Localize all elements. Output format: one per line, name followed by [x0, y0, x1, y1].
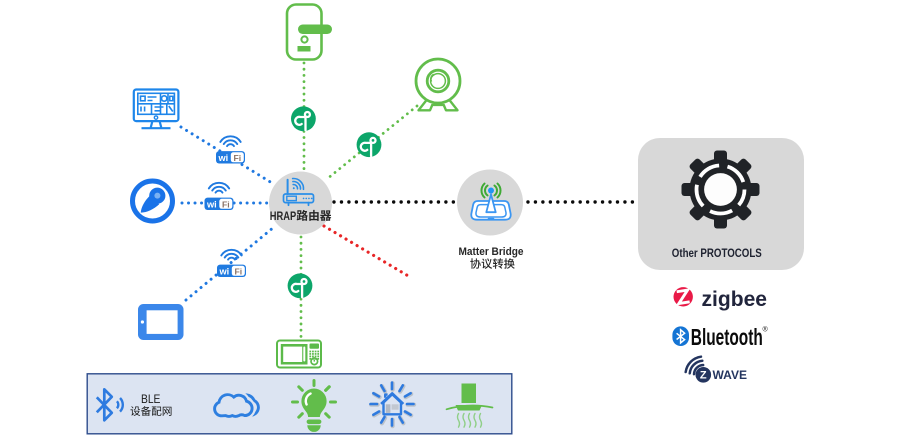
- svg-text:Z: Z: [700, 370, 707, 382]
- svg-text:Matter Bridge: Matter Bridge: [459, 246, 524, 258]
- svg-text:Bluetooth: Bluetooth: [691, 324, 763, 350]
- svg-text:BLE: BLE: [141, 392, 161, 406]
- svg-text:zigbee: zigbee: [702, 287, 768, 311]
- svg-text:WAVE: WAVE: [713, 368, 748, 382]
- svg-text:HRAP: HRAP: [270, 210, 297, 223]
- svg-text:®: ®: [763, 326, 769, 334]
- svg-text:Other PROTOCOLS: Other PROTOCOLS: [672, 247, 762, 260]
